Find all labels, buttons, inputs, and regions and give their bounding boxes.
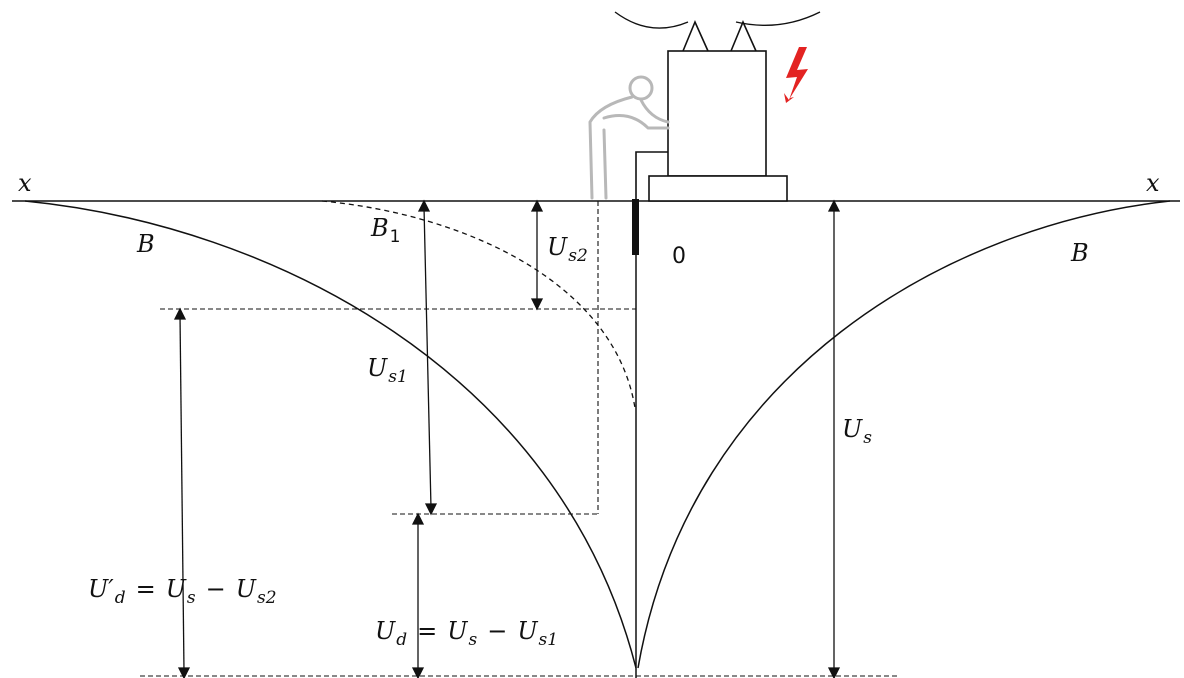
potential-curve-left [24,200,637,669]
arrow-us [827,199,841,678]
curve-label-b-right: B [1070,239,1089,267]
person-icon [588,75,670,200]
x-axis-label-right: x [1146,169,1160,197]
transformer-icon [635,19,788,202]
formula-ud-prime: U′d=Us−Us2 [88,575,277,608]
arrow-us2 [530,199,544,311]
formula-ud: Ud=Us−Us1 [375,617,558,650]
arrow-us1 [417,199,438,516]
curve-label-b1: B1 [370,214,400,247]
arrow-ud-prime [173,307,191,678]
potential-curve-right [637,200,1171,669]
curve-label-b-left: B [136,230,155,258]
x-axis-label-left: x [18,169,32,197]
label-us1: Us1 [367,354,408,387]
origin-label: 0 [672,244,686,269]
overhead-wires [614,11,821,29]
arrow-ud [411,512,425,678]
label-us: Us [842,415,872,448]
lightning-icon [784,47,808,103]
label-us2: Us2 [547,233,588,266]
potential-curve-b1-dashed [321,200,636,409]
electrode-icon [632,199,639,255]
